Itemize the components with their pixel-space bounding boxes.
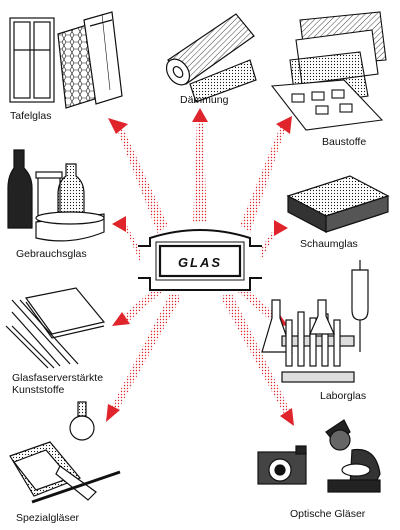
label-schaumglas: Schaumglas xyxy=(300,238,358,250)
label-laborglas: Laborglas xyxy=(320,390,367,402)
label-optische-glaeser: Optische Gläser xyxy=(290,508,366,520)
spezialglaeser-illustration xyxy=(9,401,121,504)
daemmung-illustration xyxy=(165,13,257,103)
label-gebrauchsglas: Gebrauchsglas xyxy=(16,248,87,260)
label-glasfaser-line2: Kunststoffe xyxy=(12,384,65,396)
schaumglas-illustration xyxy=(286,175,390,233)
arrow-laborglas xyxy=(238,292,278,322)
label-glasfaser-line1: Glasfaserverstärkte xyxy=(12,372,104,384)
label-daemmung: Dämmung xyxy=(180,94,229,106)
arrow-gebrauchsglas-head xyxy=(112,216,126,232)
label-glasfaser: Glasfaserverstärkte Kunststoffe xyxy=(12,372,122,396)
arrow-tafelglas-head xyxy=(108,118,128,134)
arrow-spezialglaeser xyxy=(112,294,182,410)
center-label-glas: GLAS xyxy=(177,254,223,270)
arrow-spezialglaeser-head xyxy=(106,404,120,422)
arrow-schaumglas-head xyxy=(274,220,288,236)
gebrauchsglas-illustration xyxy=(7,149,105,242)
arrow-baustoffe xyxy=(240,127,285,233)
glas-furnace xyxy=(138,229,262,291)
label-tafelglas: Tafelglas xyxy=(10,110,52,122)
arrow-daemmung xyxy=(193,120,207,222)
label-spezialglaeser: Spezialgläser xyxy=(16,512,80,524)
arrow-optische-glaeser-head xyxy=(280,408,294,426)
label-baustoffe: Baustoffe xyxy=(322,136,367,148)
arrow-gebrauchsglas xyxy=(124,220,140,262)
arrows xyxy=(106,108,294,426)
arrow-baustoffe-head xyxy=(276,116,292,134)
laborglas-illustration xyxy=(261,260,369,383)
tafelglas-illustration xyxy=(9,11,123,109)
arrow-glasfaser xyxy=(122,292,162,322)
glasfaser-illustration xyxy=(5,287,106,369)
optische-glaeser-illustration xyxy=(257,419,381,493)
arrow-daemmung-head xyxy=(192,108,208,122)
baustoffe-illustration xyxy=(270,11,387,131)
arrow-schaumglas xyxy=(260,226,276,262)
arrow-tafelglas xyxy=(118,128,168,234)
arrow-glasfaser-head xyxy=(112,312,130,326)
arrow-optische-glaeser xyxy=(220,294,290,414)
